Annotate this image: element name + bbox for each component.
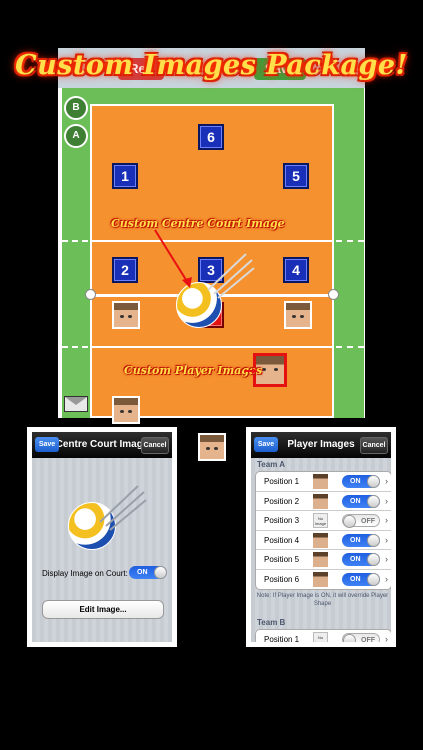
callout-arrow xyxy=(244,368,258,374)
position-row[interactable]: Position 4 ON › xyxy=(256,531,391,550)
centre-image-callout: Custom Centre Court Image xyxy=(111,217,285,230)
save-button[interactable]: Save xyxy=(35,437,59,452)
player-photo[interactable] xyxy=(112,301,140,329)
edit-image-button[interactable]: Edit Image... xyxy=(42,600,164,619)
dashed-line xyxy=(336,346,364,348)
save-button[interactable]: Save xyxy=(254,58,306,80)
position-row[interactable]: Position 6 ON › xyxy=(256,570,391,590)
position-marker[interactable]: 6 xyxy=(198,124,224,150)
ball-motion-lines xyxy=(207,253,255,299)
player-image-toggle[interactable]: ON xyxy=(342,475,380,488)
centre-court-image-panel: Save Centre Court Image Cancel Display I… xyxy=(27,427,177,647)
cancel-button[interactable]: Cancel xyxy=(360,437,388,454)
team-b-rotate-icon[interactable]: B xyxy=(64,96,88,120)
navigation-bar: Save Centre Court Image Cancel xyxy=(32,432,172,458)
player-image-toggle[interactable]: ON xyxy=(342,494,380,508)
chevron-right-icon[interactable]: › xyxy=(385,515,388,525)
player-photo[interactable] xyxy=(112,396,140,424)
position-label: Position 2 xyxy=(264,496,300,506)
net-post-left xyxy=(85,289,96,300)
player-thumbnail[interactable] xyxy=(313,552,328,567)
position-row[interactable]: Position 5 ON › xyxy=(256,550,391,570)
position-row[interactable]: Position 1 ON › xyxy=(256,472,391,492)
position-marker[interactable]: 4 xyxy=(283,257,309,283)
position-marker[interactable]: 5 xyxy=(283,163,309,189)
position-label: Position 3 xyxy=(264,516,300,525)
chevron-right-icon[interactable]: › xyxy=(385,495,388,506)
team-a-list: Position 1 ON › Position 2 ON › Position 3 No I… xyxy=(255,471,391,590)
centre-court-ball-image xyxy=(176,282,222,328)
chevron-right-icon[interactable]: › xyxy=(385,554,388,564)
player-image-toggle[interactable]: ON xyxy=(342,553,380,566)
player-photo[interactable] xyxy=(198,433,226,461)
position-row[interactable]: Position 3 No Image OFF › xyxy=(256,511,391,531)
team-a-header: Team A xyxy=(257,460,286,469)
chevron-right-icon[interactable]: › xyxy=(385,634,388,642)
chevron-right-icon[interactable]: › xyxy=(385,534,388,545)
promo-title: Custom Images Package! xyxy=(15,50,408,81)
toggle-state: ON xyxy=(350,478,361,485)
cancel-button[interactable]: Cancel xyxy=(141,437,169,454)
team-b-header: Team B xyxy=(257,618,286,627)
player-thumbnail[interactable] xyxy=(313,474,328,489)
player-images-callout: Custom Player Images xyxy=(124,364,263,377)
position-marker[interactable]: 1 xyxy=(112,163,138,189)
dashed-line xyxy=(62,240,88,242)
no-image-thumbnail[interactable]: No Image xyxy=(313,632,328,642)
chevron-right-icon[interactable]: › xyxy=(385,573,388,584)
attack-line-bottom xyxy=(92,346,332,348)
display-image-label: Display Image on Court: xyxy=(42,569,128,578)
player-photo-selected[interactable] xyxy=(253,353,287,387)
toolbar: Res Save xyxy=(58,48,365,88)
reset-button[interactable]: Res xyxy=(118,58,164,80)
no-image-thumbnail[interactable]: No Image xyxy=(313,513,328,528)
position-label: Position 1 xyxy=(264,477,300,486)
player-image-toggle[interactable]: OFF xyxy=(342,514,380,528)
player-thumbnail[interactable] xyxy=(313,571,328,587)
position-label: Position 1 xyxy=(264,635,300,642)
player-image-toggle[interactable]: ON xyxy=(342,533,380,547)
attack-line-top xyxy=(92,240,332,242)
net-post-right xyxy=(328,289,339,300)
player-image-toggle[interactable]: OFF xyxy=(342,633,380,642)
toggle-state: ON xyxy=(350,575,361,583)
position-label: Position 6 xyxy=(264,574,300,584)
player-images-panel: Save Player Images Cancel Team A Positio… xyxy=(246,427,396,647)
player-image-note: Note: If Player Image is ON, it will ove… xyxy=(256,593,389,607)
save-button[interactable]: Save xyxy=(254,437,278,452)
callout-arrow xyxy=(154,229,192,288)
position-label: Position 4 xyxy=(264,535,300,545)
panel-title: Player Images xyxy=(287,439,355,450)
display-image-toggle[interactable]: ON xyxy=(129,566,167,579)
dashed-line xyxy=(336,240,364,242)
toggle-state: ON xyxy=(350,497,361,505)
ball-motion-lines xyxy=(99,485,147,531)
position-marker[interactable]: 3 xyxy=(198,257,224,283)
team-a-rotate-icon[interactable]: A xyxy=(64,124,88,148)
mail-icon[interactable] xyxy=(64,396,88,412)
player-image-toggle[interactable]: ON xyxy=(342,572,380,586)
toggle-state: OFF xyxy=(361,518,375,525)
position-label: Position 5 xyxy=(264,555,300,564)
position-marker[interactable]: 2 xyxy=(112,257,138,283)
toggle-state: OFF xyxy=(361,637,375,642)
panel-title: Centre Court Image xyxy=(55,439,149,450)
toggle-state: ON xyxy=(137,569,148,576)
toggle-state: ON xyxy=(350,556,361,563)
player-thumbnail[interactable] xyxy=(313,532,328,548)
chevron-right-icon[interactable]: › xyxy=(385,476,388,486)
dashed-line xyxy=(62,346,88,348)
toggle-state: ON xyxy=(350,536,361,544)
navigation-bar: Save Player Images Cancel xyxy=(251,432,391,458)
player-thumbnail[interactable] xyxy=(313,493,328,509)
player-photo[interactable] xyxy=(284,301,312,329)
position-row[interactable]: Position 2 ON › xyxy=(256,492,391,511)
